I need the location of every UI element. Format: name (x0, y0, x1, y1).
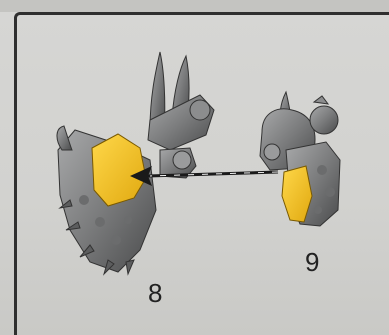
step-number-9: 9 (305, 247, 319, 278)
step-8-assembly (57, 52, 214, 274)
step-number-8: 8 (148, 278, 162, 309)
step-9-part (260, 92, 340, 226)
